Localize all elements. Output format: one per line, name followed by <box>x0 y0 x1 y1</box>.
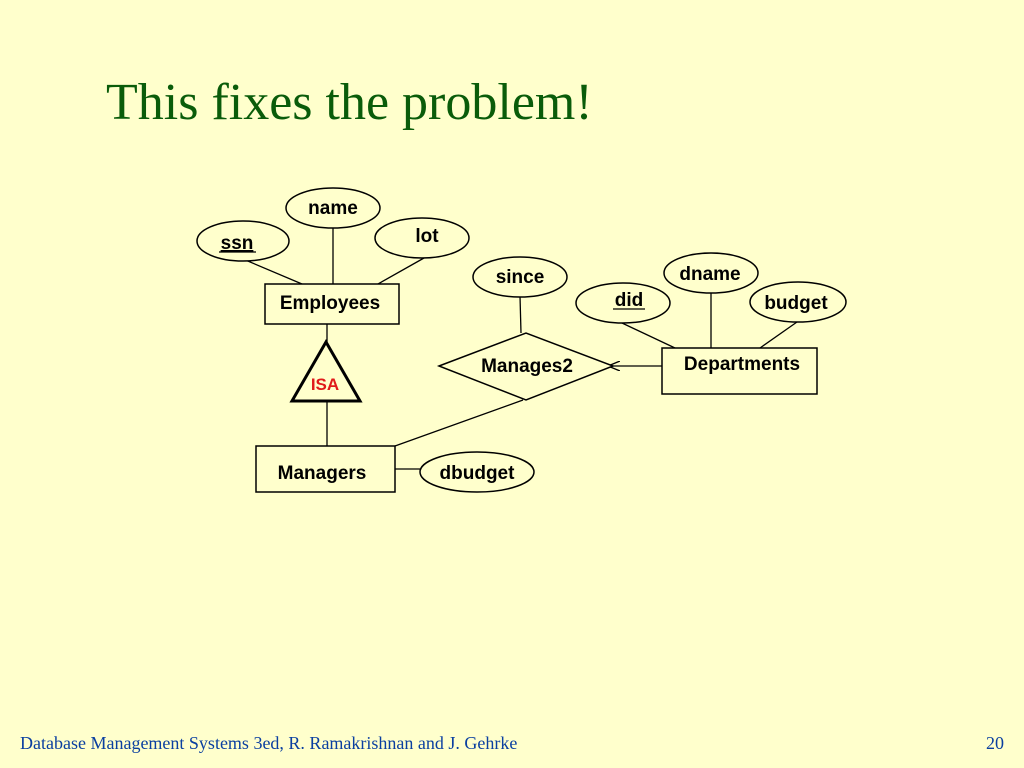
attribute-budget-label: budget <box>764 293 828 314</box>
relationship-manages2: Manages2 <box>436 332 616 401</box>
attribute-lot-label: lot <box>415 226 439 247</box>
connector-lines <box>242 228 798 470</box>
attribute-ssn-label: ssn <box>221 233 254 254</box>
attribute-did: did <box>575 282 671 324</box>
attribute-name-label: name <box>308 198 358 219</box>
entity-departments: Departments <box>661 347 818 395</box>
attribute-dname-label: dname <box>679 264 740 285</box>
entity-managers: Managers <box>255 445 396 493</box>
isa-label: ISA <box>311 375 339 394</box>
attribute-since: since <box>472 256 568 298</box>
attribute-since-label: since <box>496 267 545 288</box>
attribute-lot: lot <box>374 217 470 259</box>
line-lot-employees <box>377 257 425 285</box>
line-manages2-managers <box>394 399 524 447</box>
attribute-dbudget: dbudget <box>419 451 535 493</box>
attribute-dname: dname <box>663 252 759 294</box>
entity-managers-label: Managers <box>278 463 367 484</box>
attribute-ssn: ssn <box>196 220 290 262</box>
isa-triangle: ISA <box>289 338 363 403</box>
line-budget-departments <box>759 321 798 349</box>
line-ssn-employees <box>242 258 303 285</box>
attribute-name: name <box>285 187 381 229</box>
attribute-did-label: did <box>615 290 644 311</box>
attribute-dbudget-label: dbudget <box>440 463 516 484</box>
footer-citation: Database Management Systems 3ed, R. Rama… <box>20 733 518 753</box>
slide-title: This fixes the problem! <box>106 74 593 131</box>
line-did-departments <box>621 322 676 349</box>
attribute-budget: budget <box>749 281 847 323</box>
relationship-manages2-label: Manages2 <box>481 356 573 377</box>
line-since-manages2 <box>519 295 522 334</box>
entity-employees-label: Employees <box>280 293 380 314</box>
page-number: 20 <box>986 733 1004 753</box>
entity-employees: Employees <box>264 283 400 325</box>
entity-departments-label: Departments <box>684 354 800 375</box>
